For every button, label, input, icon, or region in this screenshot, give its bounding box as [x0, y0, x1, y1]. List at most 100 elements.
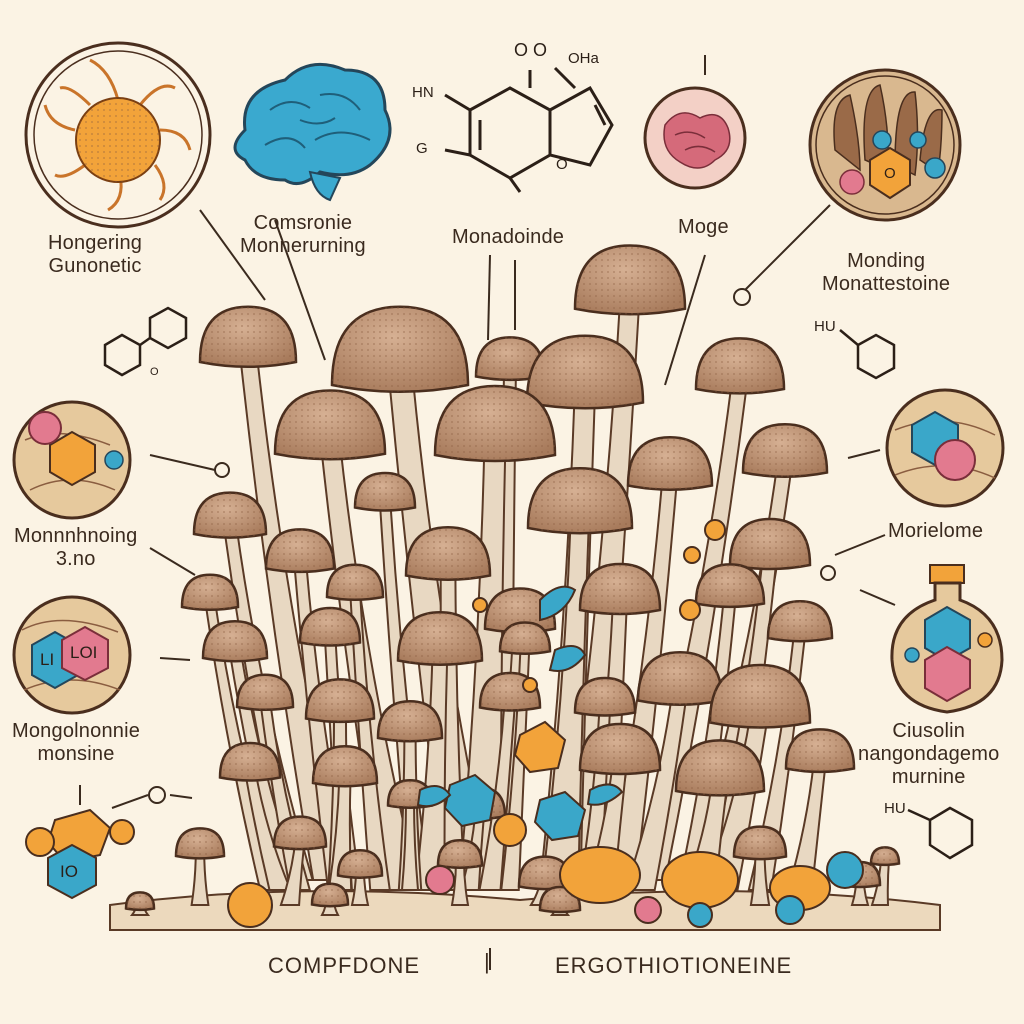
brain-icon — [233, 62, 392, 202]
label-mid-right: Morielome — [888, 520, 984, 542]
label-brain-line1: Comsronie — [253, 212, 353, 234]
mushroom-cap — [578, 722, 662, 776]
label-mid-left: Monnnhnoing 3.no — [14, 525, 137, 571]
chem-o-small: O — [150, 366, 159, 378]
label-lower-right: Ciusolin nangondagemo murnine — [858, 720, 999, 789]
mushroom-cap — [325, 563, 385, 602]
label-center-molecule: Monadoinde — [452, 226, 565, 248]
label-top-left-line1: Hongering — [48, 232, 143, 254]
mushroom-cap — [272, 815, 328, 851]
chem-oo: O O — [514, 40, 548, 60]
small-molecule-left — [103, 306, 188, 377]
mushroom-cap — [636, 650, 724, 706]
mushroom-cap — [353, 471, 417, 512]
label-brain: Comsronie Monnerurning — [240, 212, 366, 258]
label-top-left-line2: Gunonetic — [48, 255, 142, 277]
label-brain-line2: Monnerurning — [240, 235, 366, 257]
mushroom-cap — [433, 384, 557, 463]
mushroom-cap — [180, 573, 240, 612]
chem-g: G — [416, 140, 428, 157]
label-mid-left-line1: Monnnhnoing — [14, 525, 138, 547]
label-lower-left-line2: monsine — [37, 743, 115, 765]
label-top-left: Hongering Gunonetic — [48, 232, 142, 278]
mushroom-cap — [498, 621, 552, 655]
mushroom-stem — [279, 839, 306, 906]
compound-blobs — [227, 519, 864, 928]
label-bottom-left: COMPFDONE — [268, 953, 420, 978]
mushroom-cap — [517, 855, 573, 891]
label-lower-left-line1: Mongolnonnie — [12, 720, 141, 742]
mushroom-cap — [298, 606, 362, 647]
mushroom-cap — [218, 741, 282, 782]
label-lower-left: Mongolnonnie monsine — [12, 720, 140, 766]
mushroom-cap — [336, 848, 384, 879]
chem-hu-lower: HU — [884, 800, 906, 817]
mushroom-cap — [694, 563, 766, 609]
label-top-mid-right: Moge — [678, 216, 729, 238]
mushroom-cap — [573, 244, 687, 316]
mushroom-cap — [273, 389, 387, 461]
mushroom-caps — [124, 244, 901, 914]
mushroom-cap — [526, 466, 634, 535]
mushroom-cap — [694, 337, 786, 395]
mushroom-cap — [478, 671, 542, 712]
mushroom-cap — [869, 846, 901, 867]
label-top-right-line2: Monattestoine — [822, 273, 951, 295]
label-lower-right-line3: murnine — [891, 766, 966, 788]
mushroom-stem — [623, 689, 689, 891]
mushroom-cap — [766, 599, 834, 643]
mushroom-cap — [311, 744, 379, 788]
chem-o-hex: O — [884, 165, 896, 182]
mushroom-cap — [626, 435, 714, 491]
center-molecule — [444, 66, 614, 193]
mushroom-cap — [674, 739, 766, 797]
lower-left-molecule — [25, 808, 135, 900]
mushroom-cap — [741, 422, 829, 478]
mushroom-cap — [304, 678, 376, 724]
mushroom-cap — [404, 525, 492, 581]
label-mid-left-line2: 3.no — [55, 548, 96, 570]
mushroom-cap — [474, 336, 546, 382]
flask-illustration — [890, 564, 1004, 714]
connector-nodes — [148, 288, 836, 804]
mushroom-cap — [198, 305, 298, 369]
chem-lo: LOI — [70, 643, 98, 662]
lower-left-illustration — [12, 595, 132, 715]
mushroom-cap — [201, 619, 269, 663]
label-lower-right-line1: Ciusolin — [892, 720, 966, 742]
mushroom-cap — [376, 699, 444, 743]
chem-hu-right: HU — [814, 318, 836, 335]
label-lower-right-line2: nangondagemo — [858, 743, 1000, 765]
mushroom-stem — [749, 849, 771, 906]
mushroom-cap — [708, 663, 812, 729]
mushroom-cap — [124, 891, 156, 912]
chem-hn-top: HN — [412, 84, 434, 101]
mushroom-stem — [400, 799, 420, 891]
label-bottom-separator: | — [484, 949, 491, 974]
mushroom-cap — [525, 334, 645, 410]
label-top-right-line1: Monding — [847, 250, 926, 272]
connector-lines — [79, 55, 896, 970]
chem-o-ring: O — [556, 156, 568, 173]
mushroom-cap — [396, 610, 484, 666]
mushroom-cap — [264, 528, 336, 574]
mushroom-cap — [732, 825, 788, 861]
mushroom-cap — [330, 305, 470, 394]
mushroom-cap — [235, 673, 295, 712]
small-molecule-lower-right — [907, 806, 974, 860]
mushroom-stem — [190, 849, 210, 906]
mushroom-cap — [784, 728, 856, 774]
mushroom-cap — [310, 882, 350, 908]
small-molecule-right — [839, 329, 896, 380]
mushroom-cap — [192, 491, 268, 539]
mushroom-cap — [573, 676, 637, 717]
chem-li: LI — [40, 650, 55, 669]
mushroom-stem — [450, 859, 470, 906]
top-right-illustration — [808, 68, 962, 222]
top-left-illustration — [24, 41, 212, 229]
mushroom-cap — [728, 517, 812, 571]
pink-tissue-illustration — [643, 86, 747, 190]
mid-right-illustration — [885, 388, 1005, 508]
chem-oha: OHa — [568, 50, 599, 67]
